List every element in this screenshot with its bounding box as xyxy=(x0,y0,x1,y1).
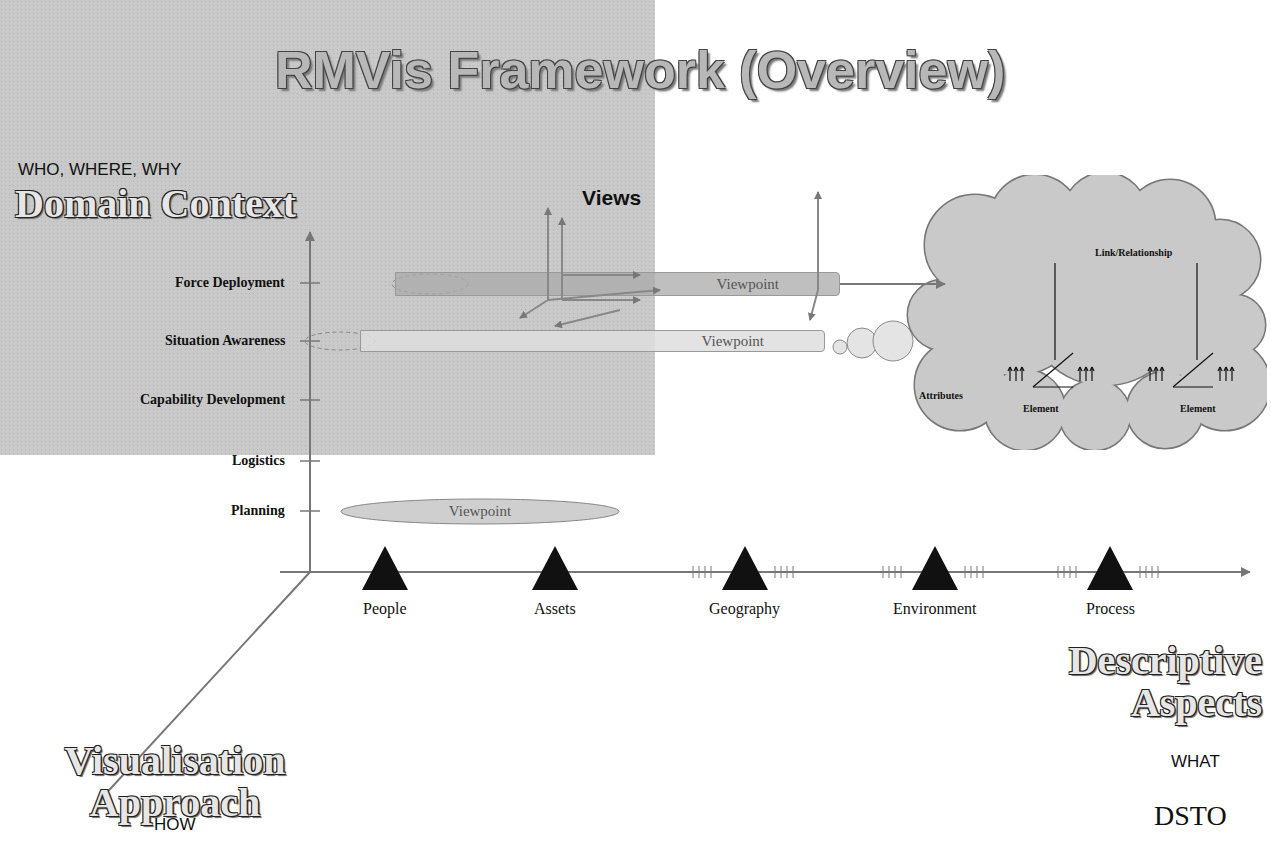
axis-question: HOW xyxy=(154,815,196,835)
axis-title: Descriptive Aspects xyxy=(1042,640,1262,724)
axis-title: Domain Context xyxy=(15,183,296,225)
organisation-mark: DSTO xyxy=(1154,800,1227,832)
tick-label: Logistics xyxy=(232,453,285,469)
attributes-label: Attributes xyxy=(919,390,963,401)
viewpoint-ellipse: Viewpoint xyxy=(340,498,620,525)
tick-label: Capability Development xyxy=(140,392,285,408)
aspect-label: Environment xyxy=(893,600,977,618)
viewpoint-band: Viewpoint xyxy=(360,330,825,352)
diagram-title: RMVis Framework (Overview) xyxy=(275,40,1005,100)
viewpoint-band: Viewpoint xyxy=(395,272,840,296)
aspect-label: Assets xyxy=(534,600,576,618)
element-label: Element xyxy=(1180,403,1216,414)
views-label: Views xyxy=(582,186,641,210)
relationship-label: Link/Relationship xyxy=(1095,247,1172,258)
model-cloud: Link/RelationshipAttributesElement Elemen… xyxy=(905,175,1267,450)
aspect-label: Process xyxy=(1086,600,1135,618)
axis-question: WHO, WHERE, WHY xyxy=(18,160,181,180)
aspect-label: People xyxy=(363,600,407,618)
element-label: Element xyxy=(1023,403,1059,414)
tick-label: Situation Awareness xyxy=(165,333,285,349)
viewpoint-text: Viewpoint xyxy=(717,276,779,293)
tick-label: Planning xyxy=(231,503,285,519)
axis-title: Visualisation Approach xyxy=(50,740,300,824)
tick-label: Force Deployment xyxy=(175,275,285,291)
viewpoint-text: Viewpoint xyxy=(449,503,511,520)
aspect-label: Geography xyxy=(709,600,780,618)
axis-question: WHAT xyxy=(1171,752,1220,772)
viewpoint-text: Viewpoint xyxy=(702,333,764,350)
